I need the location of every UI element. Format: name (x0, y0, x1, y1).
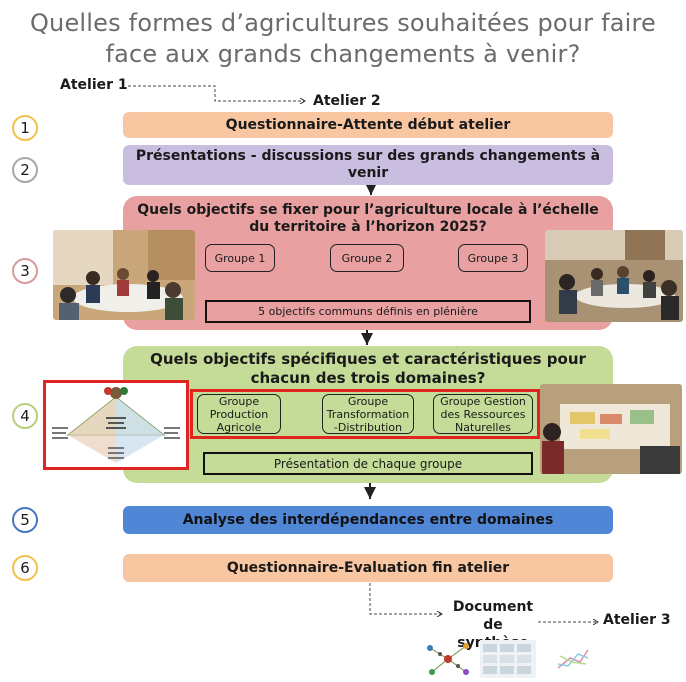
step-4-group-production: Groupe Production Agricole (197, 394, 281, 434)
workshop-photo-right (545, 230, 683, 322)
step-4-group-gestion: Groupe Gestion des Ressources Naturelles (433, 394, 533, 434)
step-2-number: 2 (20, 161, 30, 179)
step-5-number: 5 (20, 511, 30, 529)
step-1-number: 1 (20, 119, 30, 137)
group-1-label: Groupe 1 (214, 251, 266, 265)
step-3-result-box: 5 objectifs communs définis en plénière (205, 300, 531, 323)
step-3-number: 3 (20, 262, 30, 280)
step-4-text-line-2: chacun des trois domaines? (250, 369, 486, 387)
group-td-line-3: -Distribution (333, 420, 403, 434)
group-pa-line-2: Production (209, 407, 269, 421)
step-2-circle: 2 (12, 157, 38, 183)
group-grn-line-2: des Ressources (440, 407, 526, 421)
step-6-text: Questionnaire-Evaluation fin atelier (226, 559, 510, 576)
step-4-text-line-1: Quels objectifs spécifiques et caractéri… (150, 350, 586, 368)
domains-diagram-thumbnail (43, 380, 189, 470)
step-3-group-3: Groupe 3 (458, 244, 528, 272)
domains-diagram-image (52, 387, 180, 463)
title-line-2: face aux grands changements à venir? (105, 40, 581, 68)
step-3-question: Quels objectifs se fixer pour l’agricult… (123, 200, 613, 238)
step-4-number: 4 (20, 407, 30, 425)
atelier-3-label: Atelier 3 (603, 612, 671, 628)
group-3-label: Groupe 3 (467, 251, 519, 265)
workshop-photo-left-image (53, 230, 195, 320)
step-3-text-line-1: Quels objectifs se fixer pour l’agricult… (137, 202, 599, 218)
document-thumbnail-2 (480, 640, 536, 678)
page-title: Quelles formes d’agricultures souhaitées… (0, 8, 686, 70)
step-1-text: Questionnaire-Attente début atelier (225, 116, 511, 133)
groups-highlight-frame (190, 389, 540, 439)
step-6-bar: Questionnaire-Evaluation fin atelier (123, 554, 613, 582)
step-3-group-1: Groupe 1 (205, 244, 275, 272)
step-4-result-box: Présentation de chaque groupe (203, 452, 533, 475)
step-4-circle: 4 (12, 403, 38, 429)
step-4-group-transformation: Groupe Transformation -Distribution (322, 394, 414, 434)
step-4-result-text: Présentation de chaque groupe (273, 456, 463, 471)
step-2-text-line-2: venir (347, 165, 389, 181)
group-grn-line-3: Naturelles (455, 420, 511, 434)
step-5-circle: 5 (12, 507, 38, 533)
chart-thumbnail-image (557, 649, 589, 669)
step-6-circle: 6 (12, 555, 38, 581)
step-5-bar: Analyse des interdépendances entre domai… (123, 506, 613, 534)
title-line-1: Quelles formes d’agricultures souhaitées… (29, 9, 657, 37)
document-thumbnail-1 (422, 640, 474, 678)
group-pa-line-1: Groupe (218, 394, 260, 408)
group-td-line-2: Transformation (326, 407, 410, 421)
step-1-circle: 1 (12, 115, 38, 141)
document-thumbnail-3 (556, 644, 590, 674)
step-2-bar: Présentations - discussions sur des gran… (123, 145, 613, 185)
table-thumbnail-image (483, 644, 531, 674)
step-3-circle: 3 (12, 258, 38, 284)
step-4-question: Quels objectifs spécifiques et caractéri… (123, 350, 613, 388)
atelier-1-label: Atelier 1 (60, 77, 128, 93)
step-6-number: 6 (20, 559, 30, 577)
group-pa-line-3: Agricole (216, 420, 262, 434)
workshop-photo-step4 (540, 384, 682, 474)
step-3-group-2: Groupe 2 (330, 244, 404, 272)
mindmap-thumbnail-image (427, 643, 469, 675)
step-2-text-line-1: Présentations - discussions sur des gran… (135, 148, 601, 164)
step6-to-document-connector (369, 583, 442, 614)
group-grn-line-1: Groupe Gestion (440, 394, 526, 408)
group-2-label: Groupe 2 (341, 251, 393, 265)
atelier-2-label: Atelier 2 (313, 93, 381, 109)
step-3-result-text: 5 objectifs communs définis en plénière (258, 305, 478, 318)
step-5-text: Analyse des interdépendances entre domai… (182, 511, 554, 528)
step-3-text-line-2: du territoire à l’horizon 2025? (249, 219, 487, 235)
document-line-1: Document de (452, 599, 534, 633)
atelier1-to-atelier2-connector (128, 85, 305, 101)
step-3-panel (123, 196, 613, 330)
workshop-photo-right-image (545, 230, 683, 322)
group-td-line-1: Groupe (347, 394, 389, 408)
step-1-bar: Questionnaire-Attente début atelier (123, 112, 613, 138)
workshop-photo-left (53, 230, 195, 320)
workshop-photo-step4-image (540, 384, 682, 474)
